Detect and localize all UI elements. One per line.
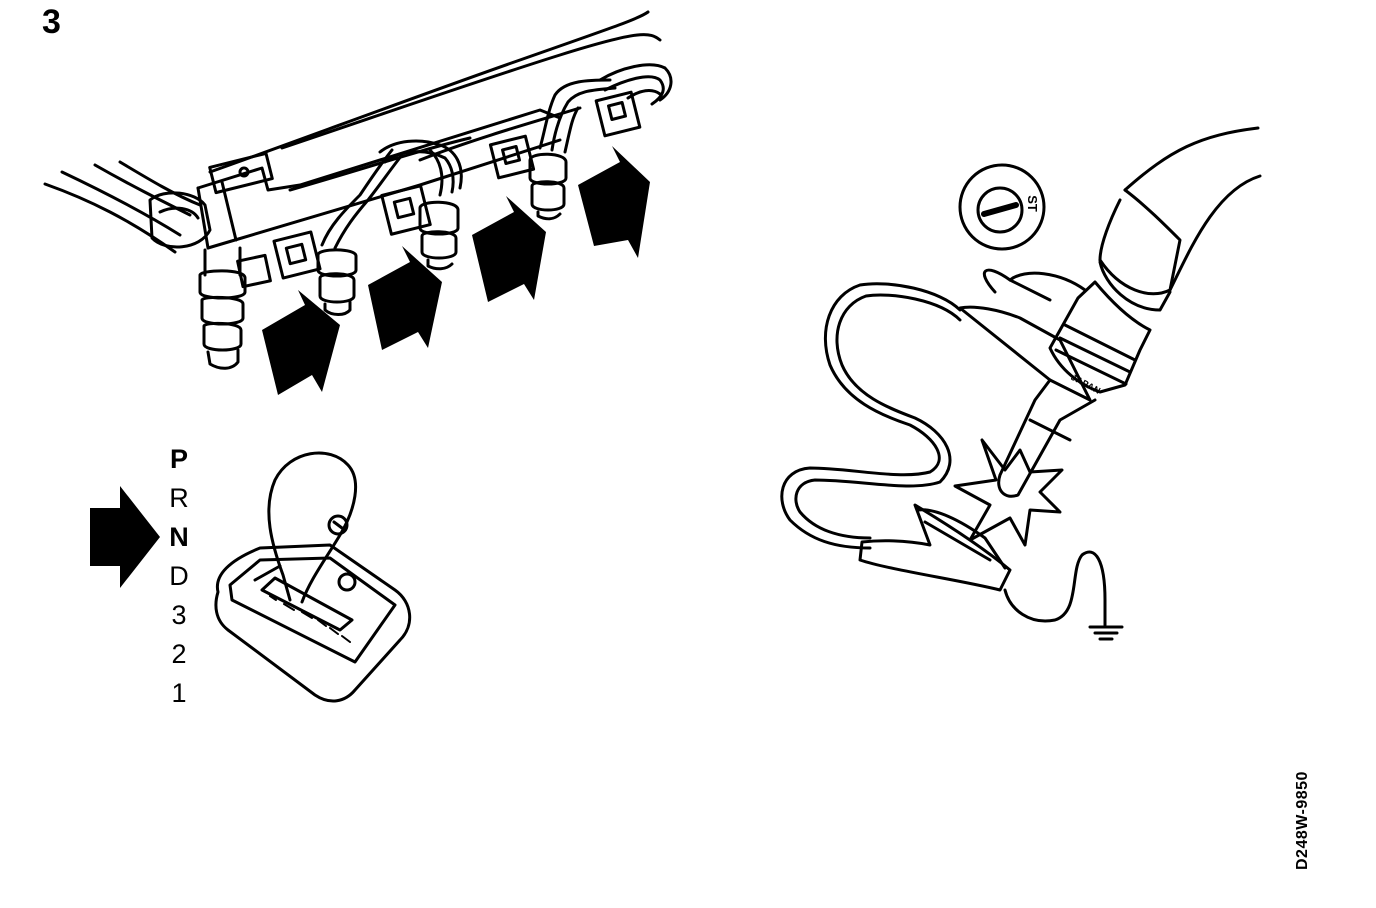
arrow-icon (262, 290, 340, 395)
arrow-icon (578, 146, 650, 258)
fuel-rail-assembly (43, 10, 673, 370)
figure-code: D248W-9850 (1294, 771, 1311, 870)
injector-5-connector (594, 63, 673, 138)
gear-position-r: R (169, 483, 189, 513)
gear-position-p: P (169, 444, 188, 474)
gear-position-n: N (169, 522, 189, 552)
spark-test-illustration (780, 126, 1262, 641)
gear-selector-illustration (90, 451, 412, 703)
injector-4 (488, 78, 617, 221)
step-number: 3 (42, 3, 61, 41)
injector-arrows (262, 146, 650, 395)
gear-position-1: 1 (171, 678, 187, 708)
arrow-icon (90, 486, 160, 588)
gear-position-d: D (169, 561, 189, 591)
spark-icon (953, 438, 1064, 547)
gear-position-3: 3 (171, 600, 187, 630)
arrow-icon (472, 196, 546, 302)
injector-1 (198, 246, 272, 370)
ground-icon (1088, 625, 1124, 641)
gear-position-list: P R N D 3 2 1 (162, 440, 196, 713)
ignition-start-label: ST (1024, 195, 1040, 212)
injector-3 (378, 139, 463, 271)
injector-2 (272, 148, 404, 316)
arrow-icon (368, 246, 442, 350)
gear-position-2: 2 (171, 639, 187, 669)
